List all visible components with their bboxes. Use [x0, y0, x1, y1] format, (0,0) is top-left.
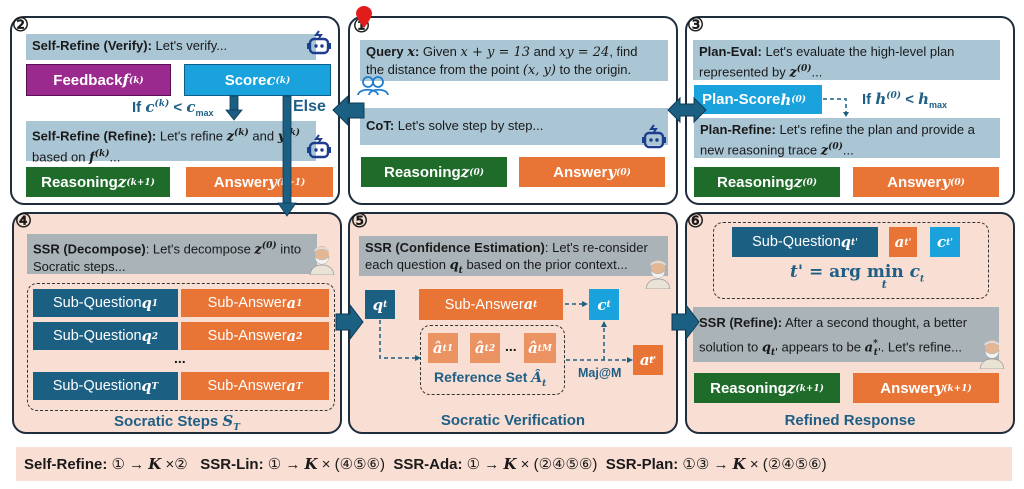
query-prompt: Query x: Given x + y = 13 and xy = 24, f…: [360, 40, 668, 81]
refined-response-caption: Refined Response: [784, 412, 916, 429]
reference-ellipsis: ...: [505, 338, 517, 354]
socratic-steps-caption: Socratic Steps ST: [114, 412, 240, 433]
robot-icon: [307, 134, 331, 159]
argmin-group: [713, 222, 989, 299]
socratic-steps-group: [27, 283, 335, 411]
answer-box: Answer y(0): [519, 157, 665, 187]
steps-ellipsis: ...: [174, 350, 186, 366]
score-condition: If c(k) < cmax: [132, 98, 214, 118]
robot-icon: [307, 30, 331, 55]
refine-prompt: Self-Refine (Refine): Let's refine z(k) …: [26, 121, 316, 166]
ssr-refine-prompt: SSR (Refine): After a second thought, a …: [693, 307, 999, 362]
majority-vote-label: Maj@M: [578, 366, 622, 380]
socrates-icon: [309, 246, 335, 275]
reference-set-label: Reference Set Ât: [434, 369, 547, 389]
socratic-verification-caption: Socratic Verification: [440, 412, 586, 429]
legend-item-ssr-plan: SSR-Plan: ①③ → K × (②④⑤⑥): [605, 455, 827, 473]
legend-item-ssr-lin: SSR-Lin: ① → K × (④⑤⑥): [200, 455, 385, 473]
socrates-icon: [645, 260, 671, 289]
reasoning-box: Reasoning z(0): [361, 157, 507, 187]
legend-item-ssr-ada: SSR-Ada: ① → K × (②④⑤⑥): [393, 455, 598, 473]
legend-item-self-refine: Self-Refine: ① → K ×②: [24, 455, 188, 473]
step-number-4: ④: [14, 211, 33, 232]
score-box: Score c(k): [184, 64, 331, 96]
cot-prompt: CoT: Let's solve step by step...: [360, 108, 668, 145]
best-answer-box: a*t': [633, 345, 663, 375]
method-legend: Self-Refine: ① → K ×② SSR-Lin: ① → K × (…: [16, 447, 1012, 481]
step-number-3: ③: [686, 15, 705, 36]
decompose-prompt: SSR (Decompose): Let's decompose z(0) in…: [27, 234, 317, 274]
plan-refine-prompt: Plan-Refine: Let's refine the plan and p…: [694, 118, 1000, 158]
socrates-icon: [979, 340, 1005, 369]
step-number-2: ②: [11, 15, 30, 36]
else-label: Else: [293, 98, 326, 115]
step-number-5: ⑤: [350, 211, 369, 232]
answer-box: Answer y(0): [853, 167, 999, 197]
answer-box: Answer y(k+1): [186, 167, 333, 197]
plan-score-condition: If h(0) < hmax: [862, 90, 948, 110]
reasoning-box: Reasoning z(0): [694, 167, 840, 197]
plan-eval-prompt: Plan-Eval: Let's evaluate the high-level…: [693, 40, 1000, 80]
location-pin-icon: [356, 6, 372, 28]
answer-box: Answer y(k+1): [853, 373, 999, 403]
step-number-6: ⑥: [686, 211, 705, 232]
verify-prompt: Self-Refine (Verify): Let's verify...: [26, 34, 316, 60]
plan-score-box: Plan-Score h(0): [694, 85, 822, 114]
feedback-box: Feedback f(k): [26, 64, 171, 96]
robot-icon: [642, 124, 666, 149]
reasoning-box: Reasoning z(k+1): [26, 167, 170, 197]
confidence-prompt: SSR (Confidence Estimation): Let's re-co…: [359, 236, 668, 276]
users-icon: [357, 76, 389, 96]
reasoning-box: Reasoning z(k+1): [694, 373, 840, 403]
